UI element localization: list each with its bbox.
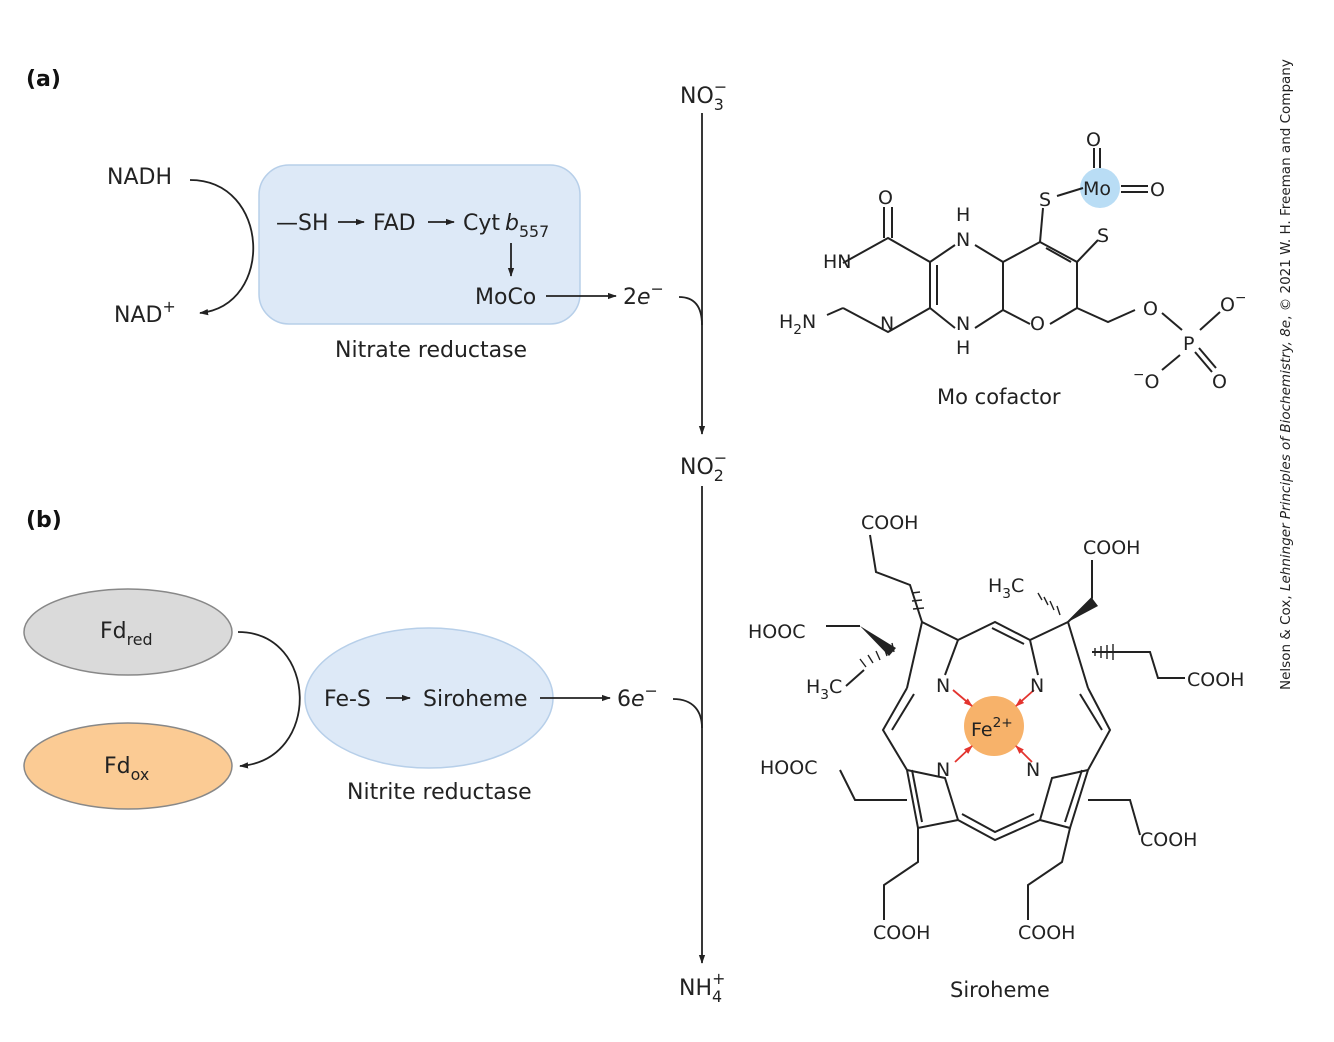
- copyright-credit: Nelson & Cox, Lehninger Principles of Bi…: [1278, 59, 1294, 690]
- panel-b: Fdred Fdox Fe-S Siroheme 6e− Nitrite red…: [23, 588, 703, 810]
- fe-ion-circle: [964, 696, 1024, 756]
- nitrite-reductase-label: Nitrite reductase: [347, 780, 532, 805]
- fe-s-label: Fe-S: [324, 687, 371, 712]
- wedge-bond-left: [860, 626, 896, 656]
- nad-label: NAD+: [114, 297, 176, 328]
- phosphorus: P: [1183, 333, 1194, 355]
- n-bottom-left: N: [936, 759, 950, 781]
- nitrate-reductase-label: Nitrate reductase: [335, 338, 527, 363]
- amino-group: H2N: [779, 311, 816, 338]
- nitrate-reductase-box: [258, 164, 581, 325]
- n-bottom-right: N: [1026, 759, 1040, 781]
- six-electron-join-curve: [672, 698, 703, 729]
- nitrate-label: NO3−: [680, 77, 727, 114]
- n-top: N: [956, 229, 970, 251]
- n-ring: N: [880, 313, 894, 335]
- h-top: H: [956, 204, 970, 226]
- siroheme-structure: Fe2+ N N N N COOH COOH COOH COOH COOH CO…: [748, 512, 1244, 1002]
- siroheme-bonds: [826, 534, 1185, 920]
- ester-oxygen: O: [1143, 298, 1158, 320]
- six-electrons-label: 6e−: [617, 681, 658, 712]
- cooh-bottom-left: COOH: [873, 922, 930, 944]
- n-top-right: N: [1030, 675, 1044, 697]
- carbonyl-oxygen: O: [878, 187, 893, 209]
- two-electron-join-curve: [678, 296, 703, 326]
- cooh-bottom-center: COOH: [1018, 922, 1075, 944]
- nadh-label: NADH: [107, 165, 172, 190]
- sulfur-2: S: [1097, 225, 1109, 247]
- fd-ox-label: Fdox: [104, 754, 149, 784]
- wedge-bond-right: [1068, 598, 1098, 622]
- mo-cofactor-bonds: [826, 148, 1221, 373]
- sulfur-1: S: [1039, 189, 1051, 211]
- siroheme-label: Siroheme: [950, 978, 1050, 1002]
- cooh-bottom-right: COOH: [1140, 829, 1197, 851]
- nitrogen-pathway: NO3− NO2− NH4+: [679, 77, 727, 1006]
- nitrite-label: NO2−: [680, 448, 727, 485]
- cooh-right: COOH: [1187, 669, 1244, 691]
- fe-coordination-arrows: [952, 689, 1035, 763]
- mo-oxo-top: O: [1086, 129, 1101, 151]
- n-top-left: N: [936, 675, 950, 697]
- hooc-left-bottom: HOOC: [760, 757, 817, 779]
- mo-atom: Mo: [1083, 178, 1111, 200]
- methyl-top: H3C: [988, 575, 1024, 602]
- fad-label: FAD: [373, 211, 416, 236]
- h-bottom: H: [956, 337, 970, 359]
- phosphate-oxygen-2: −O: [1133, 367, 1159, 393]
- cooh-top-right: COOH: [1083, 537, 1140, 559]
- cooh-top: COOH: [861, 512, 918, 534]
- moco-label: MoCo: [475, 285, 536, 310]
- nadh-to-nad-arrow: [189, 179, 255, 316]
- pyran-oxygen: O: [1030, 313, 1045, 335]
- two-electrons-label: 2e−: [623, 279, 664, 310]
- methyl-left: H3C: [806, 676, 842, 703]
- ammonium-label: NH4+: [679, 969, 725, 1006]
- fd-red-to-fd-ox-arrow: [237, 631, 301, 769]
- phosphate-oxygen-3: O: [1212, 371, 1227, 393]
- mo-cofactor-label: Mo cofactor: [937, 385, 1061, 409]
- fd-ox-ellipse: [23, 722, 233, 810]
- mo-oxo-right: O: [1150, 179, 1165, 201]
- mo-cofactor-structure: O Mo O S S O HN H N H2N N N H O O P O− −…: [779, 129, 1246, 409]
- siroheme-chain-label: Siroheme: [423, 687, 528, 712]
- panel-label-b: (b): [26, 508, 62, 533]
- fd-red-label: Fdred: [100, 619, 153, 649]
- panel-label-a: (a): [26, 67, 61, 92]
- sh-group-label: —SH: [276, 211, 329, 236]
- hash-bonds: [859, 591, 1114, 668]
- fd-red-ellipse: [23, 588, 233, 676]
- mo-highlight: [1080, 168, 1120, 208]
- hn-group: HN: [823, 251, 852, 273]
- phosphate-oxygen-1: O−: [1220, 290, 1246, 316]
- fe-label: Fe2+: [971, 715, 1013, 741]
- hooc-left-top: HOOC: [748, 621, 805, 643]
- n-bottom: N: [956, 313, 970, 335]
